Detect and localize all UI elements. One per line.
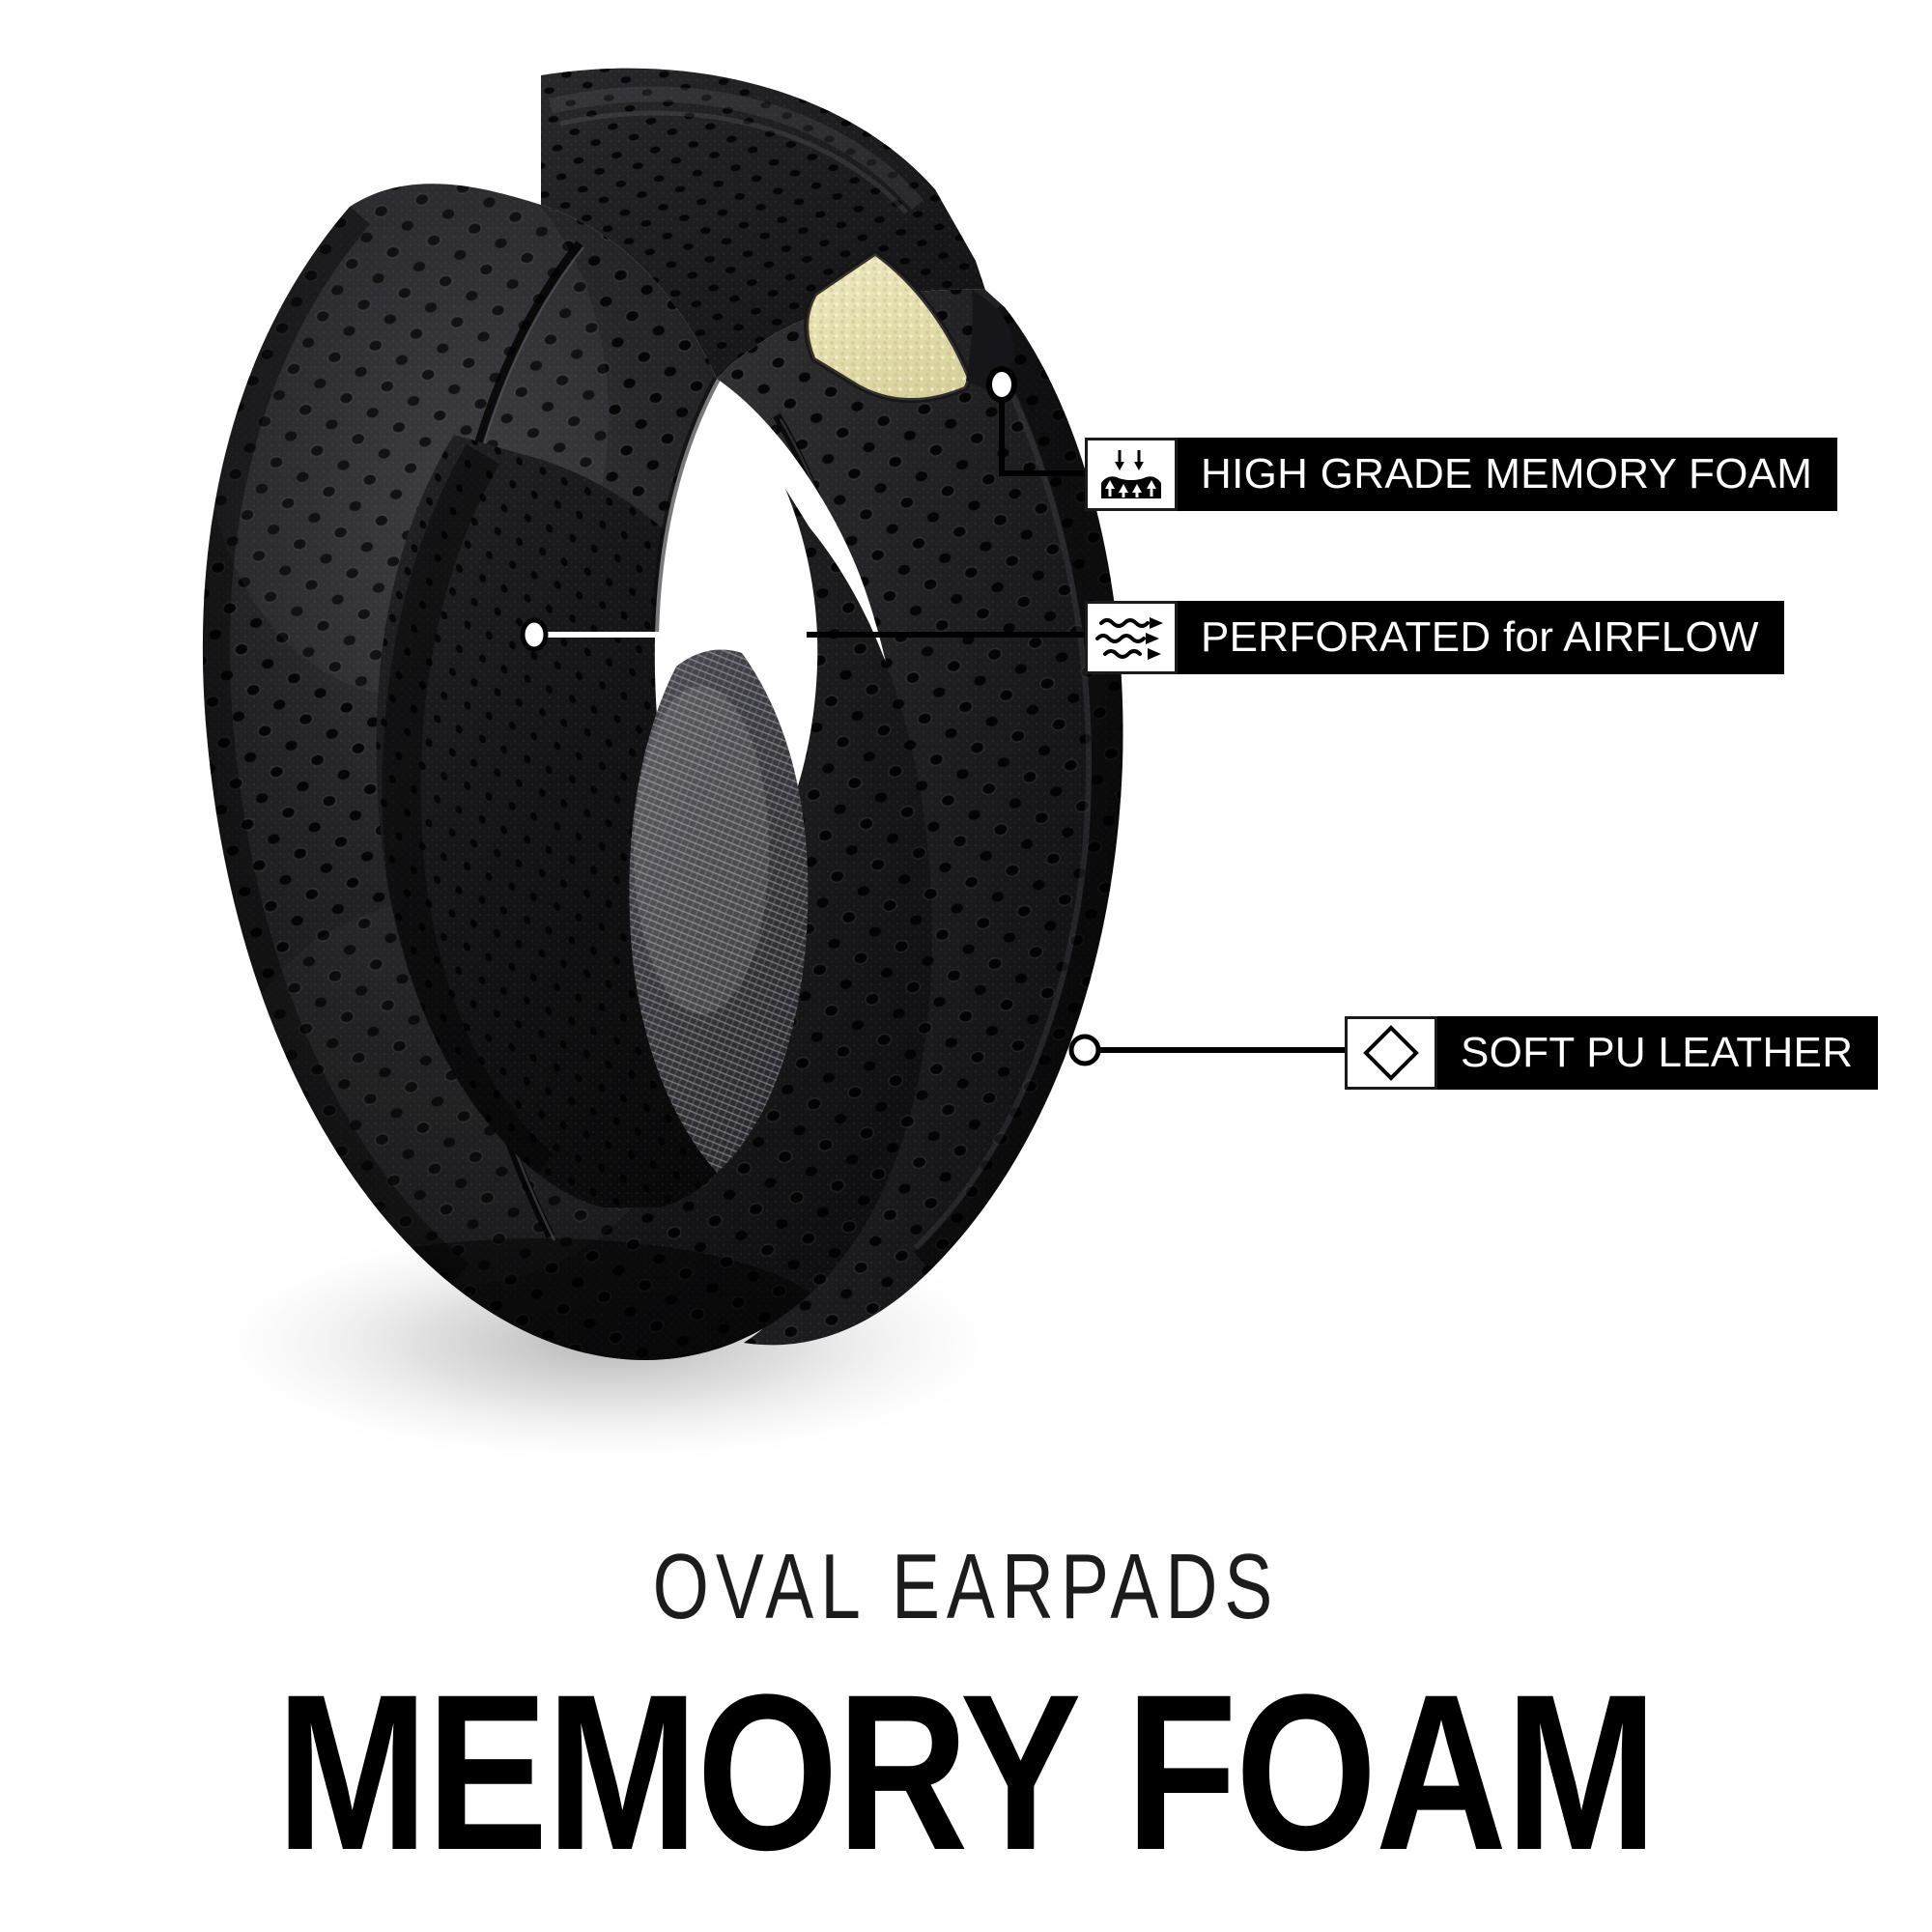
product-image-earpad [193, 68, 1123, 1468]
subtitle-oval-earpads: OVAL EARPADS [652, 1535, 1280, 1638]
callout-pu-leather-label: SOFT PU LEATHER [1437, 1016, 1879, 1090]
callout-pu-leather[interactable]: SOFT PU LEATHER [1345, 1016, 1879, 1090]
headline-memory-foam: MEMORY FOAM [276, 1648, 1658, 1896]
callout-airflow[interactable]: PERFORATED for AIRFLOW [1085, 601, 1784, 674]
callout-memory-foam-label: HIGH GRADE MEMORY FOAM [1178, 438, 1838, 511]
memory-foam-compression-icon [1085, 438, 1178, 511]
diamond-leather-icon [1345, 1016, 1437, 1090]
leather-flap [966, 290, 1015, 390]
callout-airflow-label: PERFORATED for AIRFLOW [1178, 601, 1784, 674]
airflow-waves-icon [1085, 601, 1178, 674]
callout-memory-foam[interactable]: HIGH GRADE MEMORY FOAM [1085, 438, 1838, 511]
